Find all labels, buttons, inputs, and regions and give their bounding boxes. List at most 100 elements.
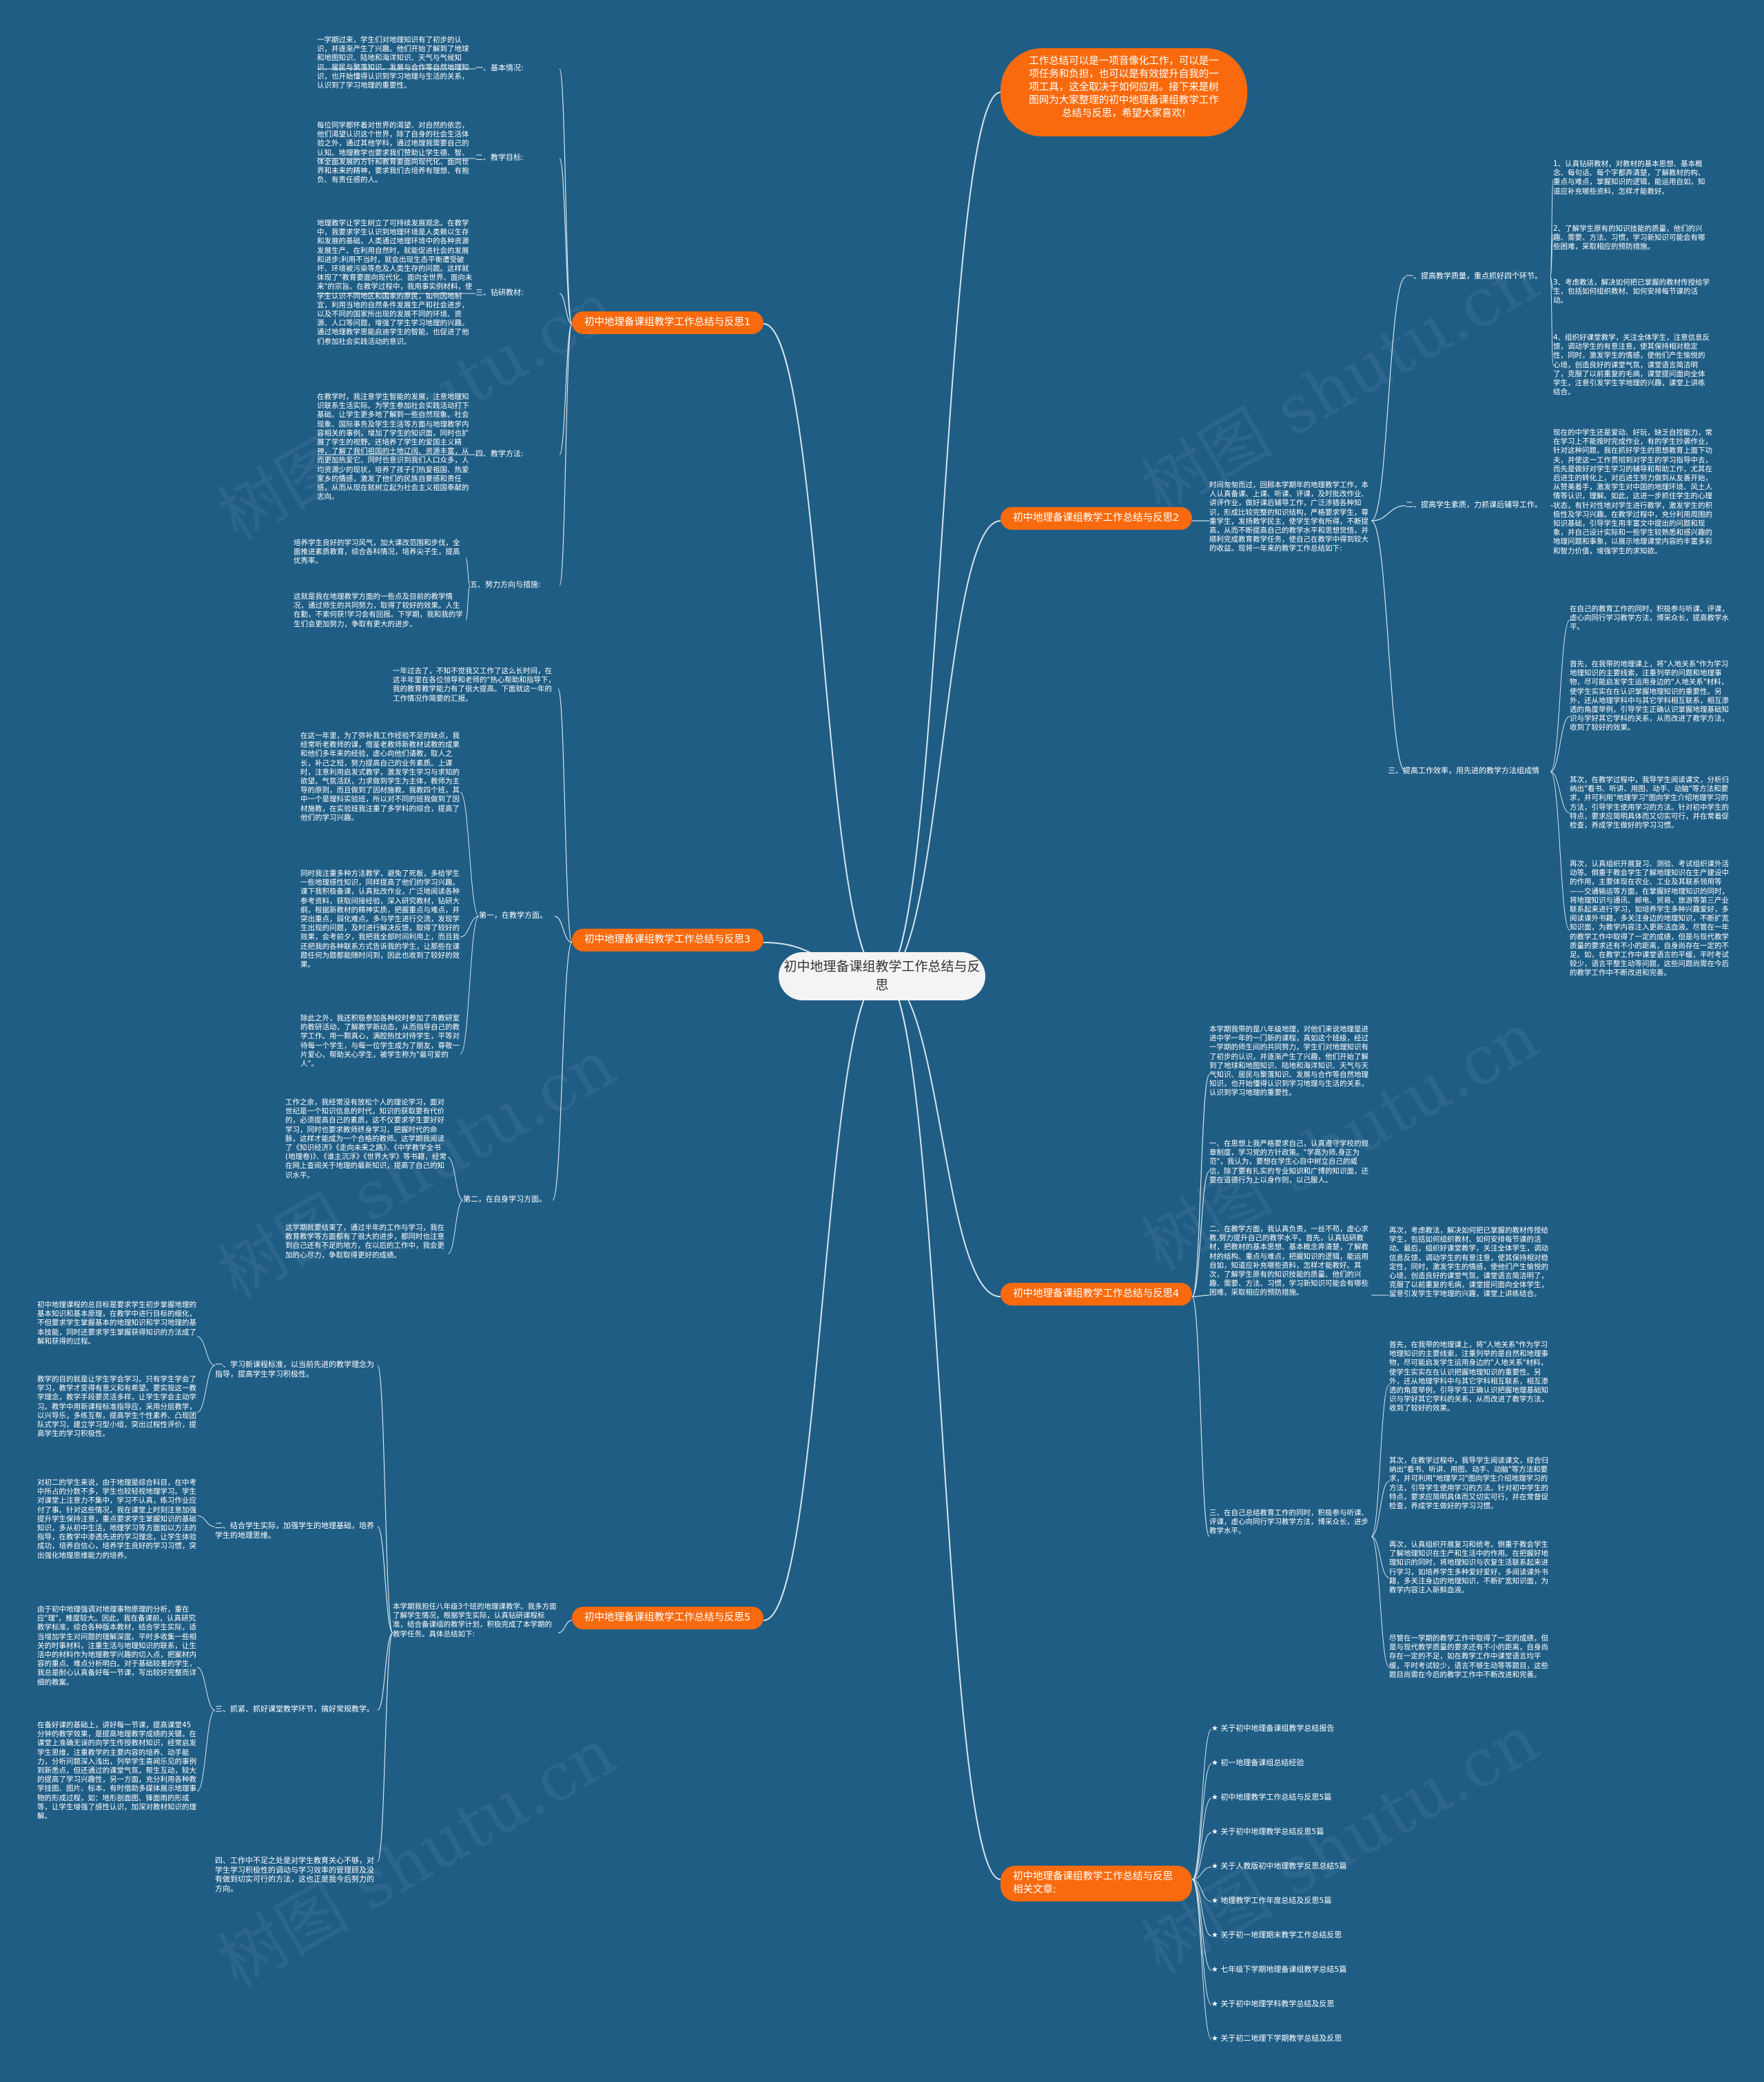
b2-item-3-text-c: 其次，在教学过程中，我导学生阅读课文，分析归纳出"看书、听讲、用图、动手、动脑"… (1570, 776, 1729, 830)
b2-item-1-text-a: 1、认真钻研教材，对教材的基本思想、基本概念、每句话、每个字都弄清楚，了解教材的… (1553, 160, 1705, 196)
b5-item-3-text-a: 由于初中地理强调对地理事物原理的分析，重在应"理"，推度较大。因此，我在备课前，… (37, 1605, 196, 1687)
connector (1371, 505, 1406, 522)
b4-item-1: 一、在思想上我严格要求自己，认真遵守学校的规章制度，学习党的方针政策。"学高为师… (1209, 1140, 1368, 1184)
connector (447, 1199, 464, 1255)
b2-item-3-label[interactable]: 三、提高工作效率，用先进的教学方法组成情 (1388, 766, 1539, 775)
connector (1371, 520, 1406, 772)
connector (196, 1515, 216, 1527)
connector (447, 1157, 464, 1201)
related-link[interactable]: ★ 关于人教版初中地理教学反思总结5篇 (1211, 1862, 1347, 1870)
b1-item-4-label[interactable]: 四、教学方法: (475, 449, 524, 458)
b5-item-3-label[interactable]: 三、抓紧、抓好课堂教学环节，搞好常规教学。 (215, 1704, 374, 1713)
connector (1191, 1763, 1212, 1880)
connector (559, 323, 573, 455)
connector (460, 916, 480, 1055)
related-link[interactable]: ★ 关于初中地理备课组教学总结报告 (1211, 1724, 1335, 1733)
b1-item-2-label[interactable]: 二、教学目标: (475, 153, 524, 162)
connector (1191, 1729, 1212, 1880)
connector (1371, 1536, 1390, 1578)
central-topic[interactable]: 初中地理备课组教学工作总结与反思 (779, 952, 985, 1000)
connector (1191, 1171, 1210, 1297)
connector (377, 1526, 393, 1633)
b4-intro: 本学期我带的是八年级地理，对他们来说地理是进进中学一年的一门新的课程，真如这个班… (1209, 1025, 1368, 1097)
related-link[interactable]: ★ 初一地理备课组总结经验 (1211, 1758, 1304, 1767)
b2-item-1-text-d: 4、组织好课堂教学，关注全体学生，注意信息反馈，调动学生的有意注意，使其保持相对… (1553, 333, 1710, 397)
related-link[interactable]: ★ 关于初二地理下学期教学总结及反思 (1211, 2034, 1342, 2043)
b3-intro: 一年过去了，不知不觉我又工作了这么长时间，在这半年里在各位领导和老师的"热心帮助… (393, 667, 555, 703)
connector (554, 916, 573, 943)
connector (552, 942, 573, 1201)
b4-item-2: 二、在教学方面，我认真负责，一丝不苟，虚心求教,努力提升自己的教学水平。首先，认… (1209, 1225, 1368, 1297)
connector (1371, 1384, 1390, 1537)
b2-item-2-label[interactable]: 二、提高学生素质，力抓课后辅导工作。 (1406, 500, 1542, 509)
connector (377, 1632, 393, 1711)
branch-6[interactable]: 初中地理备课组教学工作总结与反思相关文章: (1001, 1866, 1192, 1901)
connector (763, 976, 883, 1621)
connector (557, 1620, 573, 1633)
connector (1191, 1866, 1212, 1880)
b2-item-1-label[interactable]: 一、提高教学质量，重点抓好四个环节。 (1406, 271, 1542, 280)
connector (559, 158, 573, 324)
b3-item-2-text-b: 这学期就要结束了，通过半年的工作与学习，我在教育教学等方面都有了很大的进步，都同… (285, 1224, 444, 1259)
connector (1191, 1074, 1210, 1297)
connector (1550, 619, 1570, 772)
connector (883, 976, 1001, 1880)
b3-item-1-text-b: 同时我注重多种方法教学，避免了死板，多给学生一些地理感性知识，同样提高了他们的学… (300, 869, 460, 969)
b4-item-3-sub-c: 再次，认真组织开展复习和统考。侧重于教会学生了解地理知识在生产和生活中的作用。在… (1389, 1540, 1548, 1595)
b1-item-1-label[interactable]: 一、基本情况: (475, 63, 524, 72)
branch-5[interactable]: 初中地理备课组教学工作总结与反思5 (572, 1607, 763, 1629)
connector (559, 323, 573, 586)
b2-item-2-text: 现在的中学生还是爱动、好玩，缺乏自控能力，常在学习上不能按时完成作业，有的学生抄… (1553, 429, 1712, 555)
b3-item-2-label[interactable]: 第二，在自身学习方面。 (463, 1195, 546, 1204)
connector (1191, 1296, 1210, 1537)
related-link[interactable]: ★ 地理教学工作年度总结及反思5篇 (1211, 1896, 1332, 1905)
connector (1191, 1832, 1212, 1880)
connector (1550, 771, 1570, 814)
b5-item-4-label[interactable]: 四、工作中不足之处是对学生教育关心不够，对学生学习积极性的调动与学习效率的管理顾… (215, 1856, 374, 1893)
b3-item-1-label[interactable]: 第一，在教学方面。 (479, 911, 547, 920)
b1-item-5-text-a: 培养学生良好的学习风气，加大课改范围和步伐，全面推进素质教育，综合各科情况，培养… (294, 539, 460, 566)
b4-item-3: 三、在自己总结教育工作的同时，积极参与听课、评课，虚心向同行学习教学方法，博采众… (1209, 1509, 1368, 1536)
b5-item-2-label[interactable]: 二、结合学生实际，加强学生的地理基础，培养学生的地理思维。 (215, 1521, 374, 1540)
connector (460, 916, 480, 938)
b1-item-4-text: 在教学时，我注意学生智能的发展，注意地理知识联系生活实际。为学生参加社会实践活动… (317, 393, 469, 502)
b5-item-1-text-a: 初中地理课程的总目标是要求学生初步掌握地理的基本知识和基本原理，在教学中进行目标… (37, 1301, 196, 1346)
b1-item-3-text: 地理教学让学生树立了可持续发展观念。在教学中，我要求学生认识到地理环境是人类赖以… (317, 219, 473, 346)
related-link[interactable]: ★ 关于初中地理学科教学总结及反思 (1211, 1999, 1335, 2008)
connector (559, 293, 573, 324)
branch-2[interactable]: 初中地理备课组教学工作总结与反思2 (1001, 507, 1192, 530)
b5-intro: 本学期我担任八年级3个班的地理课教学。我多方面了解学生情况，根据学生实际，认真钻… (393, 1602, 557, 1638)
connector (557, 688, 573, 943)
related-link[interactable]: ★ 关于初一地理期末教学工作总结反思 (1211, 1930, 1342, 1939)
connector (1550, 276, 1554, 366)
b1-item-5-label[interactable]: 五、努力方向与措施: (470, 580, 541, 589)
connector (465, 557, 471, 586)
related-link[interactable]: ★ 七年级下学期地理备课组教学总结5篇 (1211, 1965, 1347, 1974)
related-link[interactable]: ★ 关于初中地理教学总结反思5篇 (1211, 1827, 1324, 1836)
connector (1550, 276, 1554, 290)
connector (465, 585, 471, 621)
branch-3[interactable]: 初中地理备课组教学工作总结与反思3 (572, 929, 763, 951)
b3-item-1-text-a: 在这一年里，为了弥补我工作经验不足的缺点，我经常听老教师的课，借鉴老教师新教材试… (300, 732, 460, 822)
connector (1191, 1797, 1212, 1880)
connector (559, 68, 573, 324)
branch-1[interactable]: 初中地理备课组教学工作总结与反思1 (572, 311, 763, 334)
b5-item-1-text-b: 教学的目的就是让学生学会学习。只有学生学会了学习，教学才变得有意义和有希望。要实… (37, 1375, 196, 1439)
b1-item-3-label[interactable]: 三、钻研教材: (475, 288, 524, 297)
connector (1371, 276, 1406, 522)
b5-item-1-label[interactable]: 一、学习新课程标准，以当前先进的教学理念为指导，提高学生学习积极性。 (215, 1360, 374, 1379)
intro-bubble[interactable]: 工作总结可以是一项音像化工作，可以是一项任务和负担，也可以是有效提升自我的一项工… (1001, 48, 1247, 136)
b4-item-3-sub-a: 首先，在我带的地理课上，将"人地关系"作为学习地理知识的主要线索，注重列举的是自… (1389, 1341, 1548, 1413)
b3-item-1-text-c: 除此之外，我还积极参加各种校时参加了市教研室的教研活动，了解教学新动态，从而指导… (300, 1014, 460, 1069)
b4-item-2-sub: 再次，考虑教法，解决如何把已掌握的教材传授给学生，包括如何组织教材、如何安排每节… (1389, 1226, 1548, 1299)
connector (1191, 1879, 1212, 2006)
branch-4[interactable]: 初中地理备课组教学工作总结与反思4 (1001, 1283, 1192, 1306)
related-link[interactable]: ★ 初中地理教学工作总结与反思5篇 (1211, 1793, 1332, 1802)
b2-item-3-text-d: 再次，认真组织开展复习、测验、考试组织课外活动等。倒重于教会学生了解地理知识在生… (1570, 860, 1729, 978)
connector (377, 1632, 393, 1862)
b2-item-1-text-c: 3、考虑教法，解决如何把已掌握的教材传授给学生，包括如何组织教材、如何安排每节课… (1553, 278, 1710, 305)
connector (196, 1365, 216, 1413)
connector (1191, 1879, 1212, 2040)
